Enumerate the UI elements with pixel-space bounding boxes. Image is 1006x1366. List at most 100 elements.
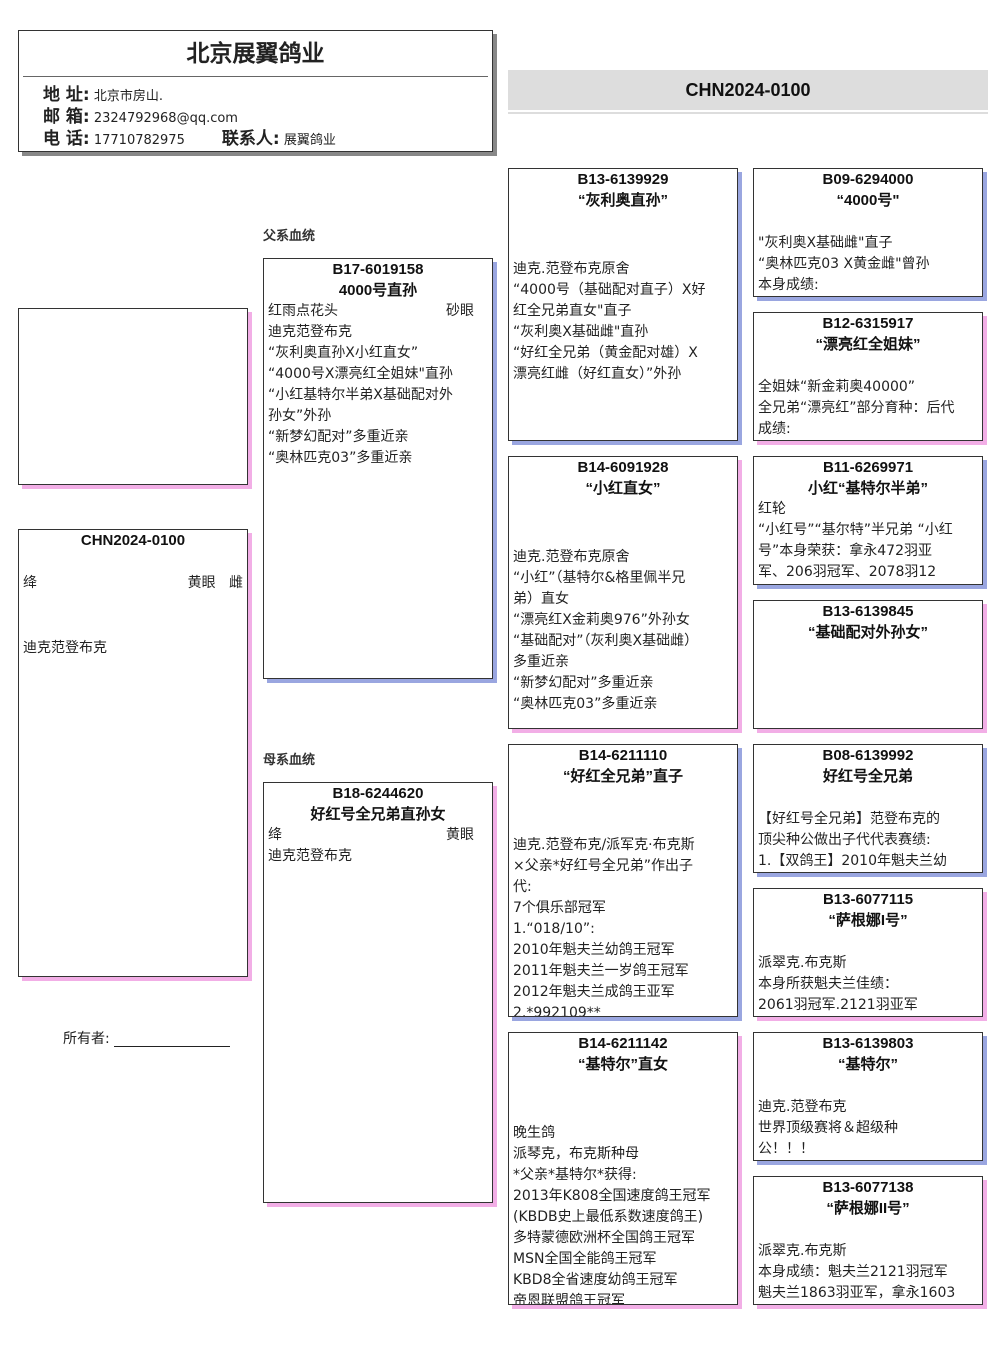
subject-ring: CHN2024-0100 (80, 532, 186, 549)
note-line: “灰利奥直孙X小红直女” (268, 345, 419, 361)
note-line: *父亲*基特尔*获得: (513, 1167, 637, 1183)
sire-traits: 红雨点花头 砂眼 (264, 301, 492, 322)
note-line: 1.“018/10”: (513, 921, 595, 937)
pigeon-notes: 派翠克.布克斯本身所获魁夫兰佳绩： 2061羽冠军.2121羽亚军 (754, 953, 982, 1016)
note-line: “4000号X漂亮红全姐妹"直孙 (268, 366, 453, 382)
dam-name: 好红号全兄弟直孙女 (310, 806, 446, 823)
great-grandparent-card: B13-6077115 “萨根娜I号” 派翠克.布克斯本身所获魁夫兰佳绩： 2061羽… (753, 888, 983, 1017)
photo-placeholder (18, 308, 248, 485)
note-line: 【好红号全兄弟】范登布克的 (758, 811, 940, 827)
note-line: 本身成绩：魁夫兰2121羽冠军 (758, 1264, 948, 1280)
note-line: 顶尖种公做出子代代表赛绩: (758, 832, 931, 848)
note-line: 迪克范登布克 (268, 324, 352, 340)
note-line: “新梦幻配对”多重近亲 (513, 675, 654, 691)
pigeon-notes: 晚生鸽派琴克，布克斯种母*父亲*基特尔*获得:2013年K808全国速度鸽王冠军… (509, 1123, 737, 1305)
ring-number: B08-6139992 (822, 747, 914, 764)
note-line: (KBDB史上最低系数速度鸽王) (513, 1209, 704, 1225)
note-line: KBD8全省速度幼鸽王冠军 (513, 1272, 678, 1288)
contact: 展翼鸽业 (283, 133, 336, 148)
note-line: 派翠克.布克斯 (758, 1243, 847, 1259)
subject-card: CHN2024-0100 绛黄眼 雌 迪克范登布克 (18, 529, 248, 977)
great-grandparent-card: B13-6077138 “萨根娜II号” 派翠克.布克斯本身成绩：魁夫兰2121羽冠… (753, 1176, 983, 1305)
subject-breeder: 迪克范登布克 (23, 640, 107, 656)
note-line: 多重近亲 (513, 654, 569, 670)
pigeon-name: “基特尔”直女 (577, 1056, 668, 1073)
pigeon-name: “好红全兄弟”直子 (562, 768, 683, 785)
dam-section-label: 母系血统 (263, 753, 316, 768)
email-label: 邮 箱: (43, 107, 90, 127)
banner-rule (508, 112, 988, 114)
great-grandparent-card: B12-6315917 “漂亮红全姐妹” 全姐妹“新金莉奥40000” 全兄弟“漂亮红… (753, 312, 983, 441)
ring-number: B13-6077138 (822, 1179, 914, 1196)
ring-number: B14-6211142 (578, 1035, 668, 1052)
note-line: “漂亮红X金莉奥976”外孙女 (513, 612, 690, 628)
pigeon-notes: "灰利奥X基础雌"直子“奥林匹克03 X黄金雌"曾孙本身成绩: (754, 233, 982, 296)
sire-eye: 砂眼 (446, 303, 474, 319)
ring-number: B13-6077115 (822, 891, 914, 908)
pigeon-notes: 迪克.范登布克世界顶级赛将＆超级种公！！！ (754, 1097, 982, 1160)
note-line: MSN全国全能鸽王冠军 (513, 1251, 657, 1267)
note-line: ×父亲*好红号全兄弟”作出子 (513, 858, 693, 874)
sire-color: 红雨点花头 (268, 303, 338, 319)
pigeon-name: “萨根娜II号” (826, 1200, 910, 1217)
note-line: 全兄弟“漂亮红”部分育种：后代 (758, 400, 955, 416)
owner-label: 所有者: (63, 1031, 110, 1047)
note-line: 迪克.范登布克 (758, 1099, 847, 1115)
note-line: “新梦幻配对”多重近亲 (268, 429, 409, 445)
dam-traits: 绛 黄眼 (264, 825, 492, 846)
note-line: “奥林匹克03”多重近亲 (268, 450, 413, 466)
note-line: 号”本身荣获：拿永472羽亚 (758, 543, 932, 559)
note-line: 公！！！ (758, 1141, 814, 1157)
great-grandparent-card: B13-6139803“基特尔”迪克.范登布克世界顶级赛将＆超级种公！！！ (753, 1032, 983, 1161)
note-line: “小红”（基特尔&格里佩半兄 (513, 570, 686, 586)
company-name: 北京展翼鸽业 (186, 41, 325, 67)
pigeon-notes: 迪克.范登布克原舍“小红”（基特尔&格里佩半兄弟）直女“漂亮红X金莉奥976”外… (509, 547, 737, 715)
note-line: 全姐妹“新金莉奥40000” (758, 379, 916, 395)
note-line: 2010年魁夫兰幼鸽王冠军 (513, 942, 675, 958)
note-line: “奥林匹克03”多重近亲 (513, 696, 658, 712)
phone-label: 电 话: (43, 129, 90, 149)
note-line: 派翠克.布克斯 (758, 955, 847, 971)
note-line: 2013年K808全国速度鸽王冠军 (513, 1188, 711, 1204)
dam-color: 绛 (268, 827, 282, 843)
pigeon-name: “萨根娜I号” (828, 912, 908, 929)
note-line: “小红号”“基尔特”半兄弟 “小红 (758, 522, 953, 538)
note-line: 代: (513, 879, 532, 895)
grandparent-card: B14-6091928“小红直女”迪克.范登布克原舍“小红”（基特尔&格里佩半兄… (508, 456, 738, 729)
note-line: 红轮 (758, 501, 786, 517)
note-line: "灰利奥X基础雌"直子 (758, 235, 893, 251)
note-line: “基础配对”（灰利奥X基础雌） (513, 633, 699, 649)
subject-color: 绛 (23, 575, 37, 591)
note-line: “好红全兄弟（黄金配对雄）X (513, 345, 698, 361)
note-line: 帝恩联盟鸽王冠军 (513, 1293, 625, 1305)
sire-name: 4000号直孙 (338, 282, 418, 299)
pigeon-name: 好红号全兄弟 (822, 768, 913, 785)
note-line: 2.*992109** (513, 1005, 601, 1017)
ring-number: B12-6315917 (822, 315, 914, 332)
note-line: 魁夫兰1863羽亚军，拿永1603 (758, 1285, 956, 1301)
pigeon-name: “漂亮红全姐妹” (815, 336, 921, 353)
note-line: 本身所获魁夫兰佳绩： (758, 976, 898, 992)
dam-eye: 黄眼 (446, 827, 474, 843)
note-line: 2011年魁夫兰一岁鸽王冠军 (513, 963, 689, 979)
note-line: 迪克.范登布克原舍 (513, 549, 630, 565)
note-line: 派琴克，布克斯种母 (513, 1146, 639, 1162)
note-line: 漂亮红雌（好红直女）”外孙 (513, 366, 682, 382)
phone: 17710782975 (93, 133, 185, 148)
note-line: 世界顶级赛将＆超级种 (758, 1120, 898, 1136)
dam-ring: B18-6244620 (332, 785, 424, 802)
note-line: 孙女”外孙 (268, 408, 332, 424)
owner-field[interactable] (114, 1031, 231, 1047)
pigeon-notes: 全姐妹“新金莉奥40000”全兄弟“漂亮红”部分育种：后代成绩: (754, 377, 982, 440)
pigeon-name: “小红直女” (585, 480, 661, 497)
note-line: “灰利奥X基础雌"直孙 (513, 324, 649, 340)
note-line: 迪克.范登布克/派军克·布克斯 (513, 837, 695, 853)
note-line: 2061羽冠军.2121羽亚军 (758, 997, 918, 1013)
note-line: 迪克.范登布克原舍 (513, 261, 630, 277)
note-line: “4000号（基础配对直子）X好 (513, 282, 706, 298)
note-line: 1.【双鸽王】2010年魁夫兰幼 (758, 853, 947, 869)
pigeon-notes: 红轮“小红号”“基尔特”半兄弟 “小红号”本身荣获：拿永472羽亚军、206羽冠… (754, 499, 982, 583)
